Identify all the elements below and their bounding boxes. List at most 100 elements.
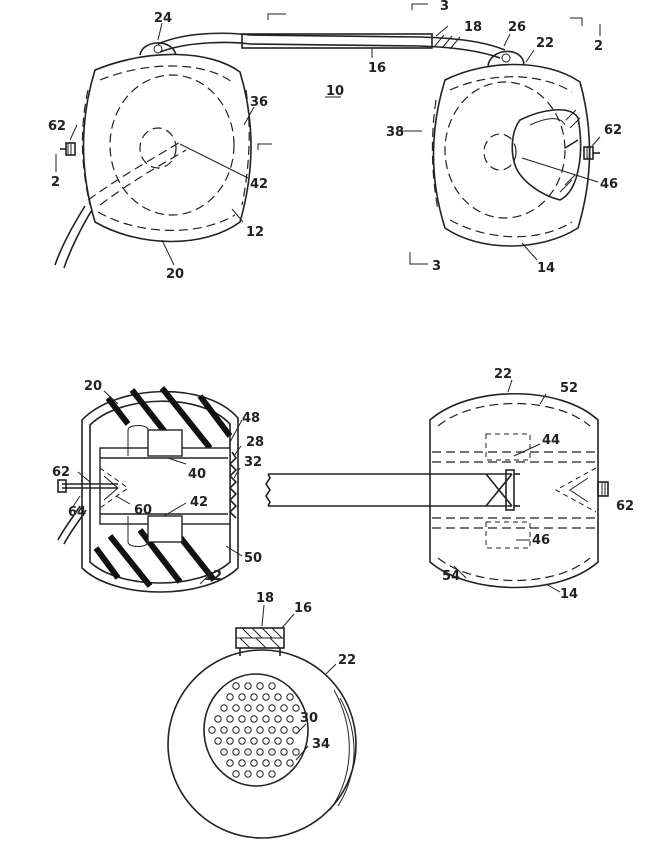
ref-52: 52 [560, 381, 578, 396]
grille-hole [238, 715, 246, 723]
earcup-shell [167, 649, 357, 839]
pivot-block-right [487, 50, 525, 67]
ref-12: 12 [204, 569, 222, 584]
grille-hole [250, 715, 258, 723]
section-line-markers [257, 3, 601, 265]
grille-hole [268, 726, 276, 734]
grille-hole [262, 759, 270, 767]
grille-hole [268, 682, 276, 690]
band-stub-hatching [239, 627, 283, 649]
grille-hole [262, 715, 270, 723]
ref-2-bottom: 2 [51, 175, 60, 190]
grille-hole [220, 704, 228, 712]
grille-hole [232, 682, 240, 690]
grille-hole [250, 693, 258, 701]
grille-hole [256, 748, 264, 756]
headband-center-sleeve [241, 33, 433, 49]
grille-hole [274, 759, 282, 767]
ref-14: 14 [537, 261, 555, 276]
grille-hole [286, 693, 294, 701]
ref-46: 46 [532, 533, 550, 548]
grille-hole [226, 693, 234, 701]
grille-holes [208, 682, 300, 778]
grille-hole [226, 737, 234, 745]
grille-hole [214, 737, 222, 745]
ref-14: 14 [560, 587, 578, 602]
diaphragm [228, 451, 238, 519]
grille-hole [286, 759, 294, 767]
grille-hole [262, 693, 270, 701]
adjust-screw-left [60, 142, 76, 156]
ref-16: 16 [368, 61, 386, 76]
ref-20: 20 [84, 379, 102, 394]
ref-18: 18 [464, 20, 482, 35]
ref-62-left: 62 [48, 119, 66, 134]
grille-hole [220, 748, 228, 756]
ref-20: 20 [166, 267, 184, 282]
sleeve-end-hatching [433, 34, 461, 50]
ref-16: 16 [294, 601, 312, 616]
grille-hole [286, 715, 294, 723]
headband-bar-section [265, 469, 520, 511]
ref-2-top: 2 [594, 39, 603, 54]
ref-60: 60 [134, 503, 152, 518]
left-earcup [54, 53, 252, 269]
figure-3-earcup-face-view: 18 16 22 30 34 [167, 591, 357, 839]
cutaway-section [511, 108, 582, 201]
ref-24: 24 [154, 11, 172, 26]
grille-hole [238, 693, 246, 701]
ref-10: 10 [326, 84, 344, 99]
right-earcup [431, 63, 600, 247]
headband [157, 32, 506, 51]
grille-hole [250, 737, 258, 745]
grille-hole [274, 737, 282, 745]
ref-46: 46 [600, 177, 618, 192]
ref-3-top: 3 [440, 0, 449, 14]
grille-hole [226, 715, 234, 723]
grille-hole [244, 682, 252, 690]
ref-18: 18 [256, 591, 274, 606]
ref-26: 26 [508, 20, 526, 35]
figure-2-leaders [71, 379, 561, 593]
grille-hole [232, 770, 240, 778]
grille-hole [232, 704, 240, 712]
figure-1-leaders [55, 22, 601, 266]
grille-hole [280, 726, 288, 734]
grille-area [203, 673, 309, 787]
figure-1-headset-top-view: 24 3 18 26 22 2 10 16 36 38 62 62 2 42 4… [48, 0, 622, 282]
ref-62-left: 62 [52, 465, 70, 480]
grille-hole [244, 726, 252, 734]
figure-2-sectional-view: 20 48 22 52 28 44 32 62 40 64 60 42 62 4… [52, 367, 634, 602]
ref-36: 36 [250, 95, 268, 110]
ref-34: 34 [312, 737, 330, 752]
grille-hole [220, 726, 228, 734]
ref-28: 28 [246, 435, 264, 450]
grille-hole [268, 748, 276, 756]
ref-50: 50 [244, 551, 262, 566]
grille-hole [232, 726, 240, 734]
ref-42: 42 [190, 495, 208, 510]
grille-hole [286, 737, 294, 745]
ref-62-right: 62 [604, 123, 622, 138]
ref-40: 40 [188, 467, 206, 482]
left-earcup-section [57, 386, 239, 593]
grille-hole [280, 704, 288, 712]
grille-hole [238, 759, 246, 767]
adjust-screw-section-right [597, 481, 609, 497]
ref-32: 32 [244, 455, 262, 470]
grille-hole [292, 748, 300, 756]
grille-hole [280, 748, 288, 756]
ref-44: 44 [542, 433, 560, 448]
grille-hole [268, 704, 276, 712]
cord [54, 205, 86, 266]
grille-hole [268, 770, 276, 778]
grille-hole [274, 693, 282, 701]
grille-hole [274, 715, 282, 723]
ref-42: 42 [250, 177, 268, 192]
grille-hole [256, 770, 264, 778]
ref-64: 64 [68, 505, 86, 520]
pivot-block-left [139, 42, 177, 56]
grille-hole [256, 726, 264, 734]
grille-hole [292, 726, 300, 734]
